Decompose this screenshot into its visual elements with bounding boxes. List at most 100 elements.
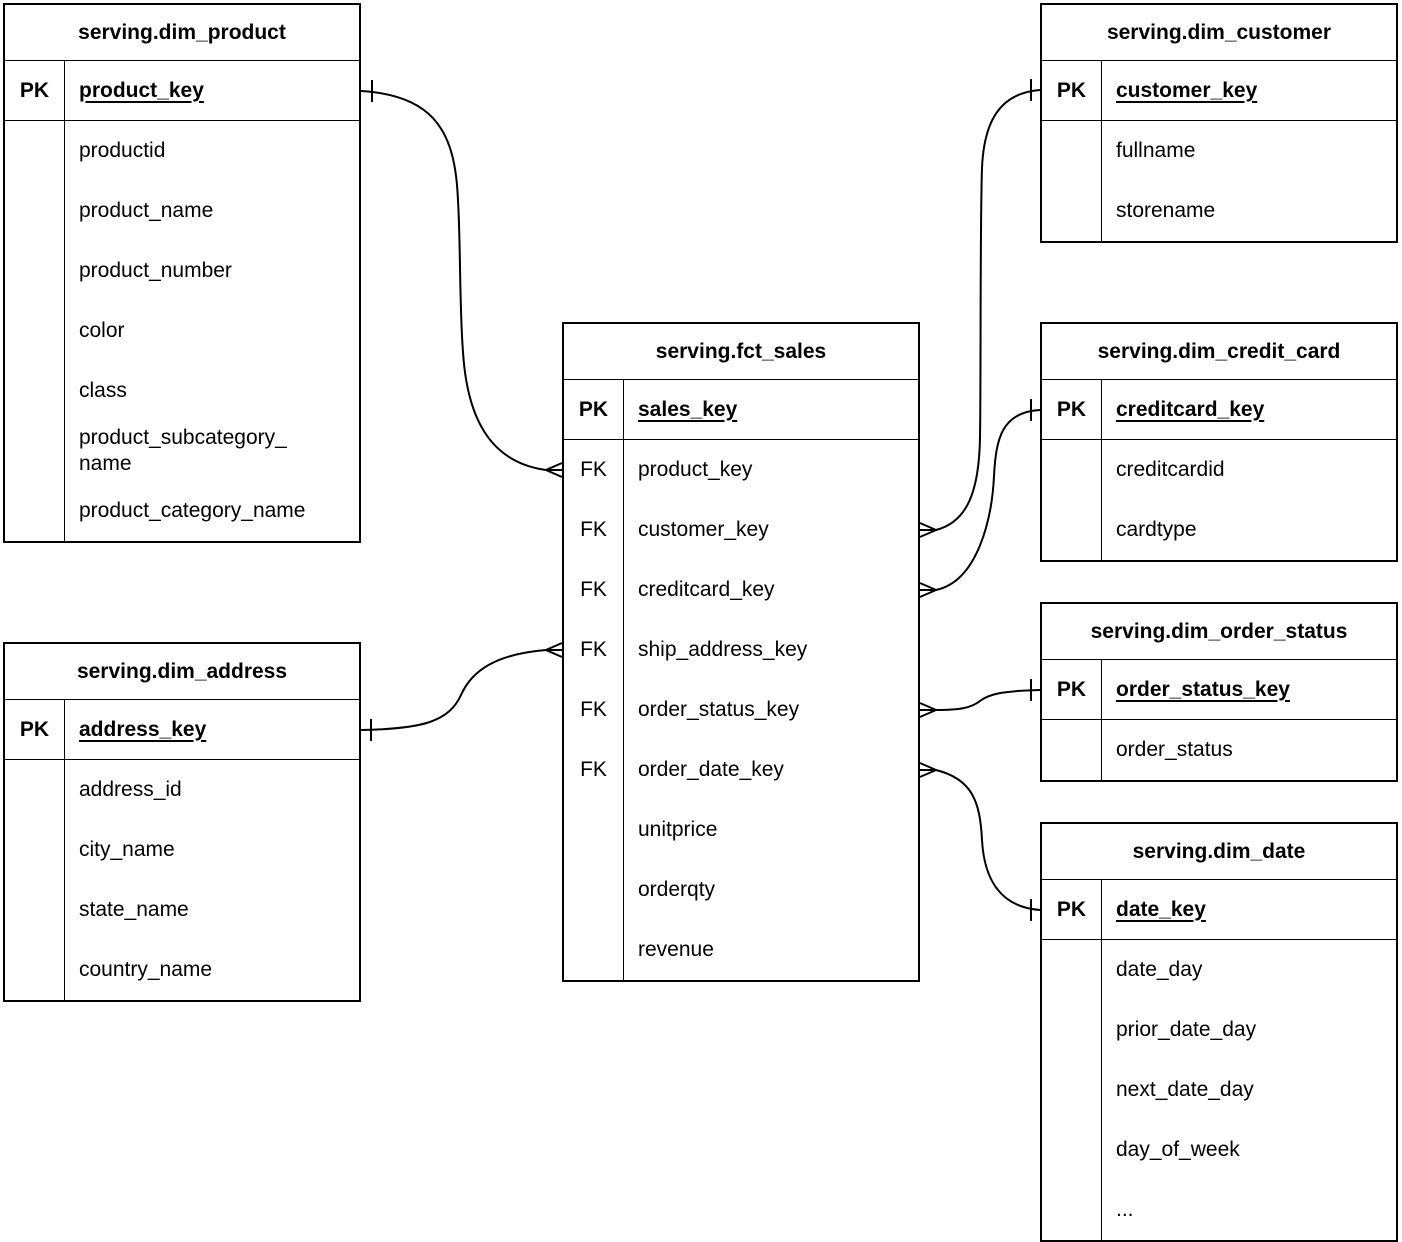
table-row: next_date_day [1042, 1060, 1396, 1120]
table-dim-date: serving.dim_date PK date_key date_day pr… [1040, 822, 1398, 1242]
fk-label: FK [564, 680, 624, 740]
table-title-dim-credit-card: serving.dim_credit_card [1042, 324, 1396, 380]
table-row: FK creditcard_key [564, 560, 918, 620]
relationship-fct-sales-order-status-key-to-dim-order-status [919, 679, 1041, 718]
field-prior-date-day: prior_date_day [1116, 1018, 1257, 1041]
key-label [1042, 500, 1102, 560]
relationship-line-product [360, 90, 547, 471]
pk-field-product-key: product_key [79, 78, 204, 102]
table-dim-order-status: serving.dim_order_status PK order_status… [1040, 602, 1398, 782]
table-body-dim-customer: fullname storename [1042, 121, 1396, 241]
fk-label: FK [564, 740, 624, 800]
key-label [1042, 1180, 1102, 1240]
pk-label: PK [1042, 61, 1102, 120]
table-dim-address: serving.dim_address PK address_key addre… [3, 642, 361, 1002]
key-label [564, 860, 624, 920]
table-row: fullname [1042, 121, 1396, 181]
table-row: prior_date_day [1042, 1000, 1396, 1060]
pk-row-fct-sales: PK sales_key [564, 380, 918, 440]
table-row: product_subcategory_ name [5, 421, 359, 481]
field-creditcardid: creditcardid [1116, 458, 1225, 481]
key-label [1042, 440, 1102, 500]
table-dim-product: serving.dim_product PK product_key produ… [3, 3, 361, 543]
key-label [1042, 940, 1102, 1000]
table-dim-customer: serving.dim_customer PK customer_key ful… [1040, 3, 1398, 243]
pk-row-dim-product: PK product_key [5, 61, 359, 121]
field-product-key: product_key [638, 458, 753, 481]
table-title-fct-sales: serving.fct_sales [564, 324, 918, 380]
field-ellipsis: ... [1116, 1198, 1134, 1221]
key-label [5, 181, 65, 241]
key-label [5, 760, 65, 820]
key-label [5, 481, 65, 541]
pk-label: PK [5, 700, 65, 759]
table-dim-credit-card: serving.dim_credit_card PK creditcard_ke… [1040, 322, 1398, 562]
table-title-dim-customer: serving.dim_customer [1042, 5, 1396, 61]
table-row: FK order_date_key [564, 740, 918, 800]
field-fullname: fullname [1116, 139, 1196, 162]
key-label [5, 301, 65, 361]
relationship-fct-sales-product-key-to-dim-product [360, 80, 563, 478]
key-label [5, 121, 65, 181]
pk-field-order-status-key: order_status_key [1116, 677, 1290, 701]
relationship-line-order-status [935, 689, 1041, 711]
crow-foot-order-status-icon [919, 702, 939, 718]
field-color: color [79, 319, 125, 342]
field-order-status: order_status [1116, 738, 1233, 761]
table-body-dim-order-status: order_status [1042, 720, 1396, 780]
field-state-name: state_name [79, 898, 189, 921]
field-country-name: country_name [79, 958, 213, 981]
crow-foot-address-icon [543, 642, 563, 658]
table-title-dim-product: serving.dim_product [5, 5, 359, 61]
key-label [5, 361, 65, 421]
key-label [5, 421, 65, 481]
table-row: revenue [564, 920, 918, 980]
key-label [1042, 1120, 1102, 1180]
key-label [1042, 720, 1102, 780]
pk-field-sales-key: sales_key [638, 397, 738, 421]
field-cardtype: cardtype [1116, 518, 1197, 541]
key-label [5, 820, 65, 880]
table-row: product_name [5, 181, 359, 241]
table-fct-sales: serving.fct_sales PK sales_key FK produc… [562, 322, 920, 982]
field-day-of-week: day_of_week [1116, 1138, 1240, 1161]
field-customer-key: customer_key [638, 518, 769, 541]
relationship-line-order-date [935, 769, 1041, 911]
key-label [5, 940, 65, 1000]
pk-row-dim-customer: PK customer_key [1042, 61, 1396, 121]
table-row: address_id [5, 760, 359, 820]
field-storename: storename [1116, 199, 1216, 222]
table-row: class [5, 361, 359, 421]
crow-foot-customer-icon [919, 522, 939, 538]
field-product-name: product_name [79, 199, 214, 222]
field-order-status-key: order_status_key [638, 698, 800, 721]
pk-label: PK [564, 380, 624, 439]
field-class: class [79, 379, 127, 402]
pk-row-dim-credit-card: PK creditcard_key [1042, 380, 1396, 440]
fk-label: FK [564, 620, 624, 680]
crow-foot-order-date-icon [919, 762, 939, 778]
table-row: state_name [5, 880, 359, 940]
crow-foot-product-icon [543, 462, 563, 478]
table-body-dim-credit-card: creditcardid cardtype [1042, 440, 1396, 560]
field-product-number: product_number [79, 259, 232, 282]
table-title-dim-order-status: serving.dim_order_status [1042, 604, 1396, 660]
field-ship-address-key: ship_address_key [638, 638, 808, 661]
pk-row-dim-order-status: PK order_status_key [1042, 660, 1396, 720]
table-row: productid [5, 121, 359, 181]
table-row: ... [1042, 1180, 1396, 1240]
table-body-dim-product: productid product_name product_number co… [5, 121, 359, 541]
fk-label: FK [564, 560, 624, 620]
relationship-line-address [360, 649, 547, 731]
key-label [1042, 121, 1102, 181]
field-productid: productid [79, 139, 166, 162]
crow-foot-creditcard-icon [919, 582, 939, 598]
key-label [5, 880, 65, 940]
relationship-fct-sales-creditcard-key-to-dim-credit-card [919, 399, 1041, 598]
table-row: product_category_name [5, 481, 359, 541]
pk-field-customer-key: customer_key [1116, 78, 1258, 102]
key-label [1042, 1060, 1102, 1120]
relationship-line-customer [935, 89, 1041, 531]
